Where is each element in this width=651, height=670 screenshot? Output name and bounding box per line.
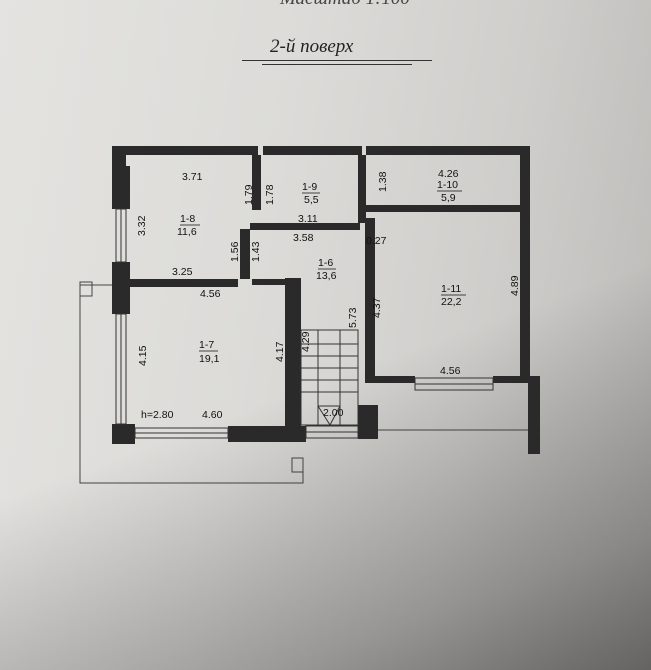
dim-label: 4.15 bbox=[137, 345, 149, 366]
dim-label: 4.29 bbox=[300, 331, 312, 352]
terrace-post-left bbox=[79, 281, 93, 297]
wall bbox=[112, 166, 130, 209]
room-area: 19,1 bbox=[199, 353, 220, 365]
room-id: 1-7 bbox=[199, 339, 214, 351]
dim-label: 1.43 bbox=[250, 241, 262, 262]
room-area: 13,6 bbox=[316, 270, 337, 282]
wall bbox=[365, 376, 415, 383]
wall bbox=[366, 146, 530, 155]
wall bbox=[126, 146, 258, 155]
room-area: 5,9 bbox=[441, 192, 456, 204]
terrace-post bbox=[291, 457, 304, 473]
dim-label: 4.37 bbox=[371, 297, 383, 318]
wall bbox=[285, 278, 301, 426]
wall bbox=[130, 279, 238, 287]
room-id: 1-9 bbox=[302, 181, 317, 193]
room-id: 1-10 bbox=[437, 179, 458, 191]
wall bbox=[240, 229, 250, 279]
wall bbox=[493, 376, 530, 383]
wall bbox=[528, 376, 540, 454]
dim-label: 4.89 bbox=[509, 275, 521, 296]
room-area: 11,6 bbox=[177, 226, 197, 238]
ceiling-height-label: h=2.80 bbox=[141, 409, 174, 421]
dim-label: 3.11 bbox=[298, 213, 318, 225]
wall bbox=[358, 405, 378, 439]
dim-label: 4.56 bbox=[200, 288, 221, 300]
wall bbox=[228, 426, 306, 442]
wall bbox=[358, 155, 366, 223]
dim-label: 3.25 bbox=[172, 266, 193, 278]
wall bbox=[252, 279, 285, 285]
room-area: 22,2 bbox=[441, 296, 462, 308]
wall bbox=[366, 205, 523, 212]
dim-label: 1.56 bbox=[229, 241, 241, 262]
dim-label: 4.17 bbox=[274, 341, 286, 362]
dim-label: 2.00 bbox=[323, 407, 344, 419]
room-area: 5,5 bbox=[304, 194, 319, 206]
dim-label: 4.60 bbox=[202, 409, 223, 421]
dim-label: 1.38 bbox=[377, 171, 389, 192]
dim-label: 3.58 bbox=[293, 232, 314, 244]
dim-label: 4.56 bbox=[440, 365, 461, 377]
room-id: 1-8 bbox=[180, 213, 195, 225]
dim-label: 0.27 bbox=[366, 235, 387, 247]
dim-label: 3.71 bbox=[182, 171, 203, 183]
wall bbox=[112, 146, 126, 166]
room-id: 1-11 bbox=[441, 283, 461, 295]
wall bbox=[520, 216, 530, 376]
dim-label: 1.78 bbox=[264, 184, 276, 205]
wall bbox=[112, 424, 130, 444]
room-id: 1-6 bbox=[318, 257, 333, 269]
terrace-outline bbox=[79, 284, 304, 484]
dim-label: 1.79 bbox=[243, 184, 255, 205]
wall bbox=[112, 262, 130, 314]
wall bbox=[263, 146, 362, 155]
dim-label: 5.73 bbox=[347, 307, 359, 328]
dim-label: 3.32 bbox=[136, 215, 148, 236]
wall bbox=[130, 424, 135, 444]
